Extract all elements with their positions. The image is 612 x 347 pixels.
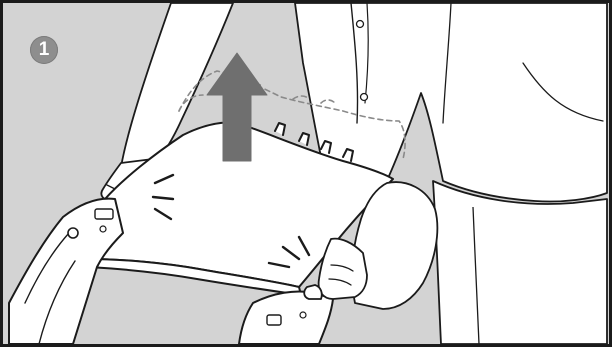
instruction-illustration: [3, 3, 609, 344]
person-legs: [433, 181, 607, 344]
chair-frame-left: [9, 199, 123, 344]
step-number-badge: 1: [30, 36, 58, 64]
